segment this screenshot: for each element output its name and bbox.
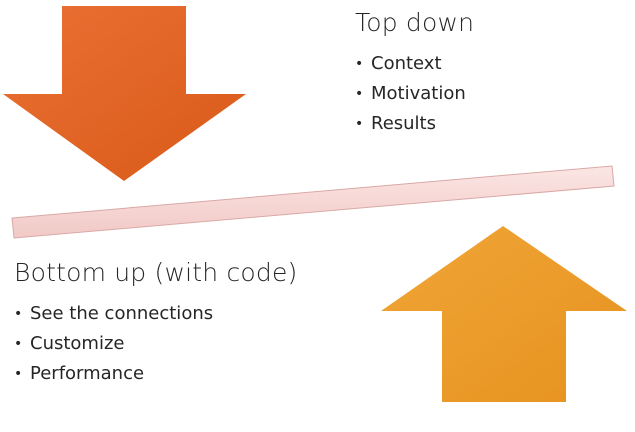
bottom-up-heading: Bottom up (with code) <box>14 258 298 287</box>
bullet-text: Customize <box>30 333 125 354</box>
bullet-icon: • <box>355 56 364 72</box>
bullet-icon: • <box>14 306 23 322</box>
top-down-heading: Top down <box>355 8 475 37</box>
list-item: • Context <box>355 49 474 79</box>
top-down-bullet-list: • Context • Motivation • Results <box>355 49 474 139</box>
down-arrow-icon <box>3 6 246 181</box>
bullet-text: See the connections <box>30 303 214 324</box>
bullet-icon: • <box>14 366 23 382</box>
list-item: • See the connections <box>14 299 298 329</box>
tilted-beam <box>11 165 615 239</box>
bottom-up-bullet-list: • See the connections • Customize • Perform… <box>14 299 298 389</box>
bottom-up-block: Bottom up (with code) • See the connectio… <box>14 258 298 389</box>
bullet-icon: • <box>355 116 364 132</box>
bullet-text: Results <box>371 113 436 134</box>
up-arrow-icon <box>381 226 627 402</box>
list-item: • Performance <box>14 359 298 389</box>
bullet-text: Context <box>371 53 442 74</box>
list-item: • Motivation <box>355 79 474 109</box>
bullet-icon: • <box>355 86 364 102</box>
top-down-block: Top down • Context • Motivation • Results <box>355 8 474 139</box>
bullet-text: Motivation <box>371 83 466 104</box>
bullet-icon: • <box>14 336 23 352</box>
list-item: • Results <box>355 109 474 139</box>
bullet-text: Performance <box>30 363 145 384</box>
list-item: • Customize <box>14 329 298 359</box>
